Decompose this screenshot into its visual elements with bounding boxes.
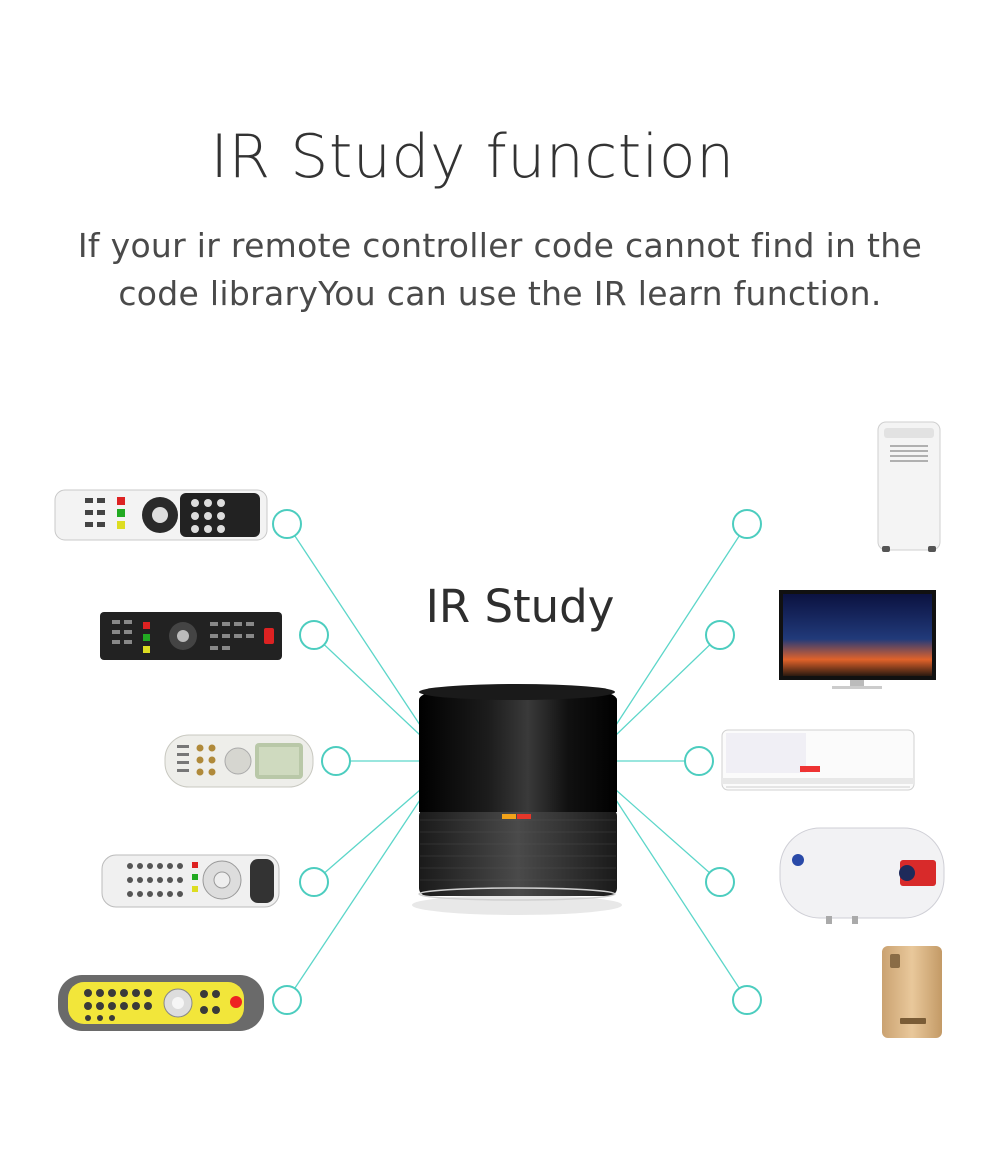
- connector-right-5: [615, 799, 748, 1001]
- connector-nodes: [272, 509, 762, 1015]
- node-left-4: [299, 867, 329, 897]
- node-right-1: [732, 509, 762, 539]
- connector-left-5: [286, 799, 421, 1001]
- node-left-3: [321, 746, 351, 776]
- page-title: IR Study function: [210, 122, 735, 192]
- node-right-5: [732, 985, 762, 1015]
- node-right-4: [705, 867, 735, 897]
- subtitle-line-2: code libraryYou can use the IR learn fun…: [118, 274, 882, 313]
- connector-lines: [286, 523, 748, 1001]
- page-subtitle: If your ir remote controller code cannot…: [30, 222, 970, 318]
- connector-left-2: [313, 634, 421, 736]
- air-purifier-icon: [882, 946, 942, 1038]
- wall-air-conditioner-icon: [721, 729, 915, 791]
- portable-air-conditioner-icon: [877, 421, 941, 552]
- node-left-5: [272, 985, 302, 1015]
- settop-remote-icon: [101, 854, 280, 908]
- node-right-3: [684, 746, 714, 776]
- connector-right-1: [615, 523, 748, 726]
- tv-remote-white-icon: [54, 489, 268, 541]
- node-left-1: [272, 509, 302, 539]
- ac-remote-icon: [164, 734, 314, 788]
- water-heater-icon: [779, 827, 945, 924]
- connector-left-4: [313, 789, 421, 883]
- tv-remote-black-icon: [100, 612, 282, 660]
- node-right-2: [705, 620, 735, 650]
- subtitle-line-1: If your ir remote controller code cannot…: [77, 226, 923, 265]
- television-icon: [779, 590, 936, 689]
- connector-right-4: [615, 789, 721, 883]
- yellow-remote-icon: [58, 975, 264, 1031]
- connector-left-1: [286, 523, 421, 726]
- node-left-2: [299, 620, 329, 650]
- hub-label: IR Study: [425, 580, 615, 633]
- ir-hub-device-icon: [412, 684, 622, 915]
- connector-right-2: [615, 634, 721, 736]
